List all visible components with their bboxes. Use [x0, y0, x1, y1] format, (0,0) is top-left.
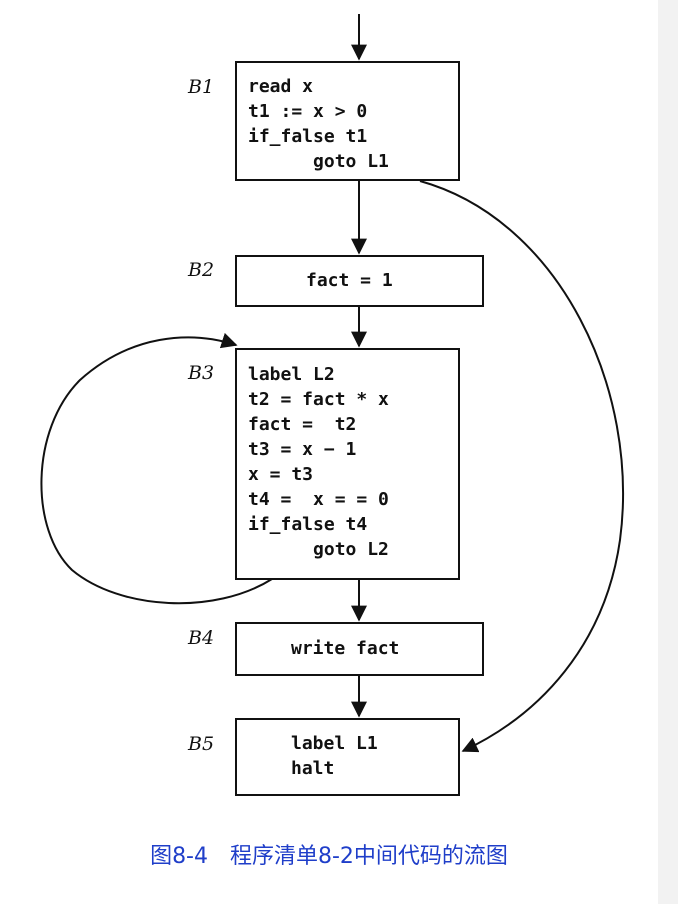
code-line: t2 = fact * x [248, 389, 389, 410]
code-line: t1 := x > 0 [248, 101, 368, 122]
code-line: halt [291, 758, 335, 779]
block-label-b1: B1 [188, 76, 215, 98]
scrollbar-edge[interactable] [658, 0, 678, 904]
code-line: label L2 [248, 364, 335, 385]
block-b3 [235, 348, 460, 580]
figure-caption: 图8-4 程序清单8-2中间代码的流图 [150, 844, 508, 869]
code-line: fact = 1 [306, 270, 393, 291]
edge-b3-loop-goto [40, 332, 273, 605]
code-line: read x [248, 76, 314, 97]
code-line: x = t3 [248, 464, 314, 485]
code-line: if_false t4 [248, 514, 368, 535]
code-line: goto L1 [248, 151, 389, 172]
block-label-b4: B4 [188, 627, 215, 649]
code-line: goto L2 [248, 539, 389, 560]
block-b5 [235, 718, 460, 796]
block-b1 [235, 61, 460, 181]
code-line: t4 = x = = 0 [248, 489, 389, 510]
code-line: write fact [291, 638, 400, 659]
block-label-b5: B5 [188, 733, 215, 755]
block-label-b3: B3 [188, 362, 215, 384]
block-b4 [235, 622, 484, 676]
edge-b1-b5-goto [419, 180, 624, 753]
code-line: if_false t1 [248, 126, 368, 147]
block-label-b2: B2 [188, 259, 215, 281]
code-line: t3 = x − 1 [248, 439, 357, 460]
block-b2 [235, 255, 484, 307]
code-line: label L1 [291, 733, 378, 754]
code-line: fact = t2 [248, 414, 357, 435]
